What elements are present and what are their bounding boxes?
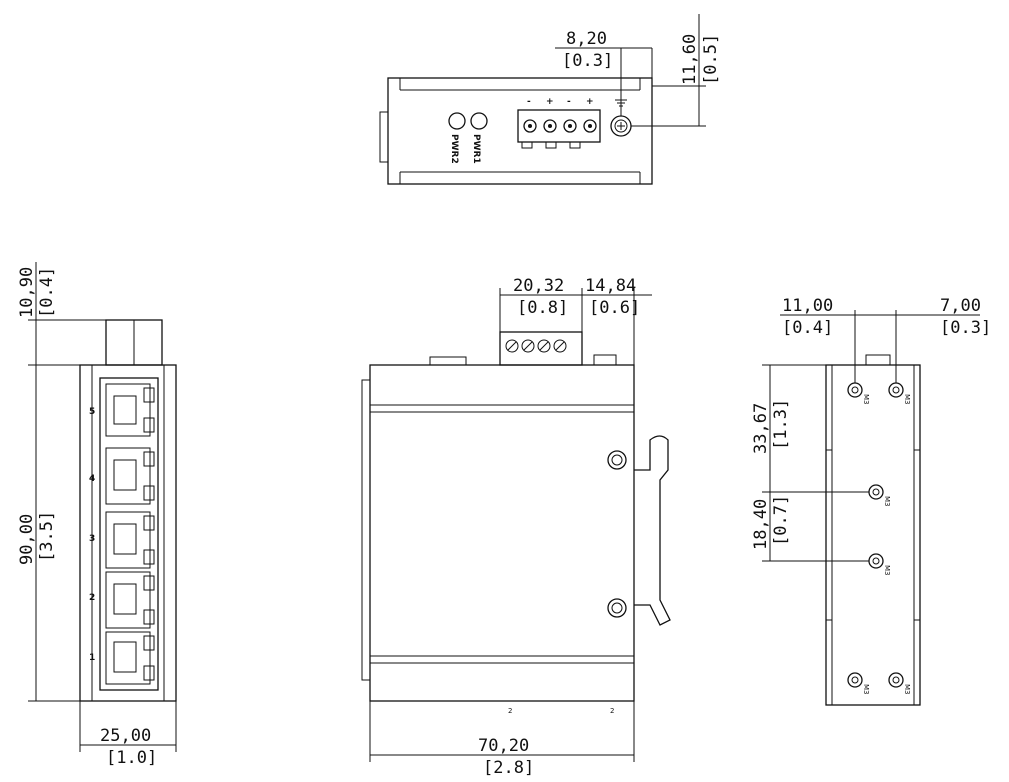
- port-number: 5: [89, 407, 95, 417]
- mounting-hole: [847, 382, 863, 398]
- hole-label: M3: [883, 496, 891, 507]
- mounting-hole: [888, 382, 904, 398]
- offset-dim: 14,84: [585, 276, 636, 296]
- rj45-port: [105, 447, 155, 505]
- terminal-block: [517, 109, 601, 143]
- hole-label: M3: [903, 684, 911, 695]
- port-number: 2: [89, 593, 95, 603]
- port-stack: [99, 377, 159, 691]
- rj45-port: [105, 511, 155, 569]
- edge-offset-dim: 7,00: [940, 296, 981, 316]
- left-height-dim: 90,00: [17, 514, 37, 565]
- mounting-hole: [868, 553, 884, 569]
- vertical-dim-2-inch: [0.7]: [771, 495, 791, 546]
- hole-label: M3: [862, 684, 870, 695]
- port-number: 3: [89, 534, 95, 544]
- offset-dim-inch: [0.6]: [589, 298, 640, 318]
- hole-spacing-dim: 11,00: [782, 296, 833, 316]
- hole-label: M3: [883, 565, 891, 576]
- din-rail-clip: [379, 111, 389, 163]
- front-view: 2 2 20,32 [0.8] 14,84 [0.6] 70,20 [2.8]: [361, 276, 671, 778]
- left-top-dim: 10,90: [17, 267, 37, 318]
- port-number: 1: [89, 653, 95, 663]
- left-view: 5 4 3 2 1 10,90 [0.4] 90,00 [3.5] 25,00 …: [17, 262, 177, 768]
- vertical-dim-1-inch: [1.3]: [771, 399, 791, 450]
- front-terminal-block: [499, 331, 583, 366]
- pwr2-led: [448, 112, 466, 130]
- terminal-screw: [563, 119, 577, 133]
- terminal-screw: [583, 119, 597, 133]
- left-height-dim-inch: [3.5]: [37, 511, 57, 562]
- mounting-hole: [888, 672, 904, 688]
- hole-label: M3: [903, 394, 911, 405]
- hole-spacing-dim-inch: [0.4]: [782, 318, 833, 338]
- connector-dim: 20,32: [513, 276, 564, 296]
- left-top-dim-inch: [0.4]: [37, 267, 57, 318]
- depth-dim: 70,20: [478, 736, 529, 756]
- bottom-mark: 2: [610, 707, 614, 715]
- top-width-dim-inch: [0.3]: [562, 51, 613, 71]
- vertical-dim-2: 18,40: [751, 499, 771, 550]
- front-screw: [607, 450, 627, 470]
- rj45-port: [105, 631, 155, 685]
- top-view: PWR2 PWR1 - + - + 8,20 [: [379, 14, 721, 185]
- terminal-sign: -: [567, 97, 571, 107]
- terminal-screw: [523, 119, 537, 133]
- connector-dim-inch: [0.8]: [517, 298, 568, 318]
- edge-offset-dim-inch: [0.3]: [940, 318, 991, 338]
- rj45-port: [105, 571, 155, 629]
- pwr1-label: PWR1: [471, 134, 481, 164]
- din-clip: [634, 435, 671, 626]
- hole-label: M3: [862, 394, 870, 405]
- front-view-body: [369, 364, 635, 702]
- depth-dim-inch: [2.8]: [483, 758, 534, 778]
- right-view: M3 M3 M3 M3 M3 M3 11,00 [0.4] 7,00 [0.3]…: [751, 296, 991, 706]
- mounting-hole: [847, 672, 863, 688]
- port-number: 4: [89, 474, 95, 484]
- terminal-screw: [543, 119, 557, 133]
- left-width-dim: 25,00: [100, 726, 151, 746]
- left-width-dim-inch: [1.0]: [106, 748, 157, 768]
- vertical-dim-1: 33,67: [751, 403, 771, 454]
- rj45-port: [105, 383, 155, 437]
- top-height-dim: 11,60: [680, 34, 700, 85]
- top-width-dim: 8,20: [566, 29, 607, 49]
- terminal-sign: -: [527, 97, 531, 107]
- pwr2-label: PWR2: [449, 134, 459, 164]
- front-screw: [607, 598, 627, 618]
- terminal-sign: +: [586, 97, 594, 107]
- pwr1-led: [470, 112, 488, 130]
- bottom-mark: 2: [508, 707, 512, 715]
- top-height-dim-inch: [0.5]: [701, 34, 721, 85]
- right-view-body: [825, 364, 921, 706]
- mounting-hole: [868, 484, 884, 500]
- terminal-sign: +: [546, 97, 554, 107]
